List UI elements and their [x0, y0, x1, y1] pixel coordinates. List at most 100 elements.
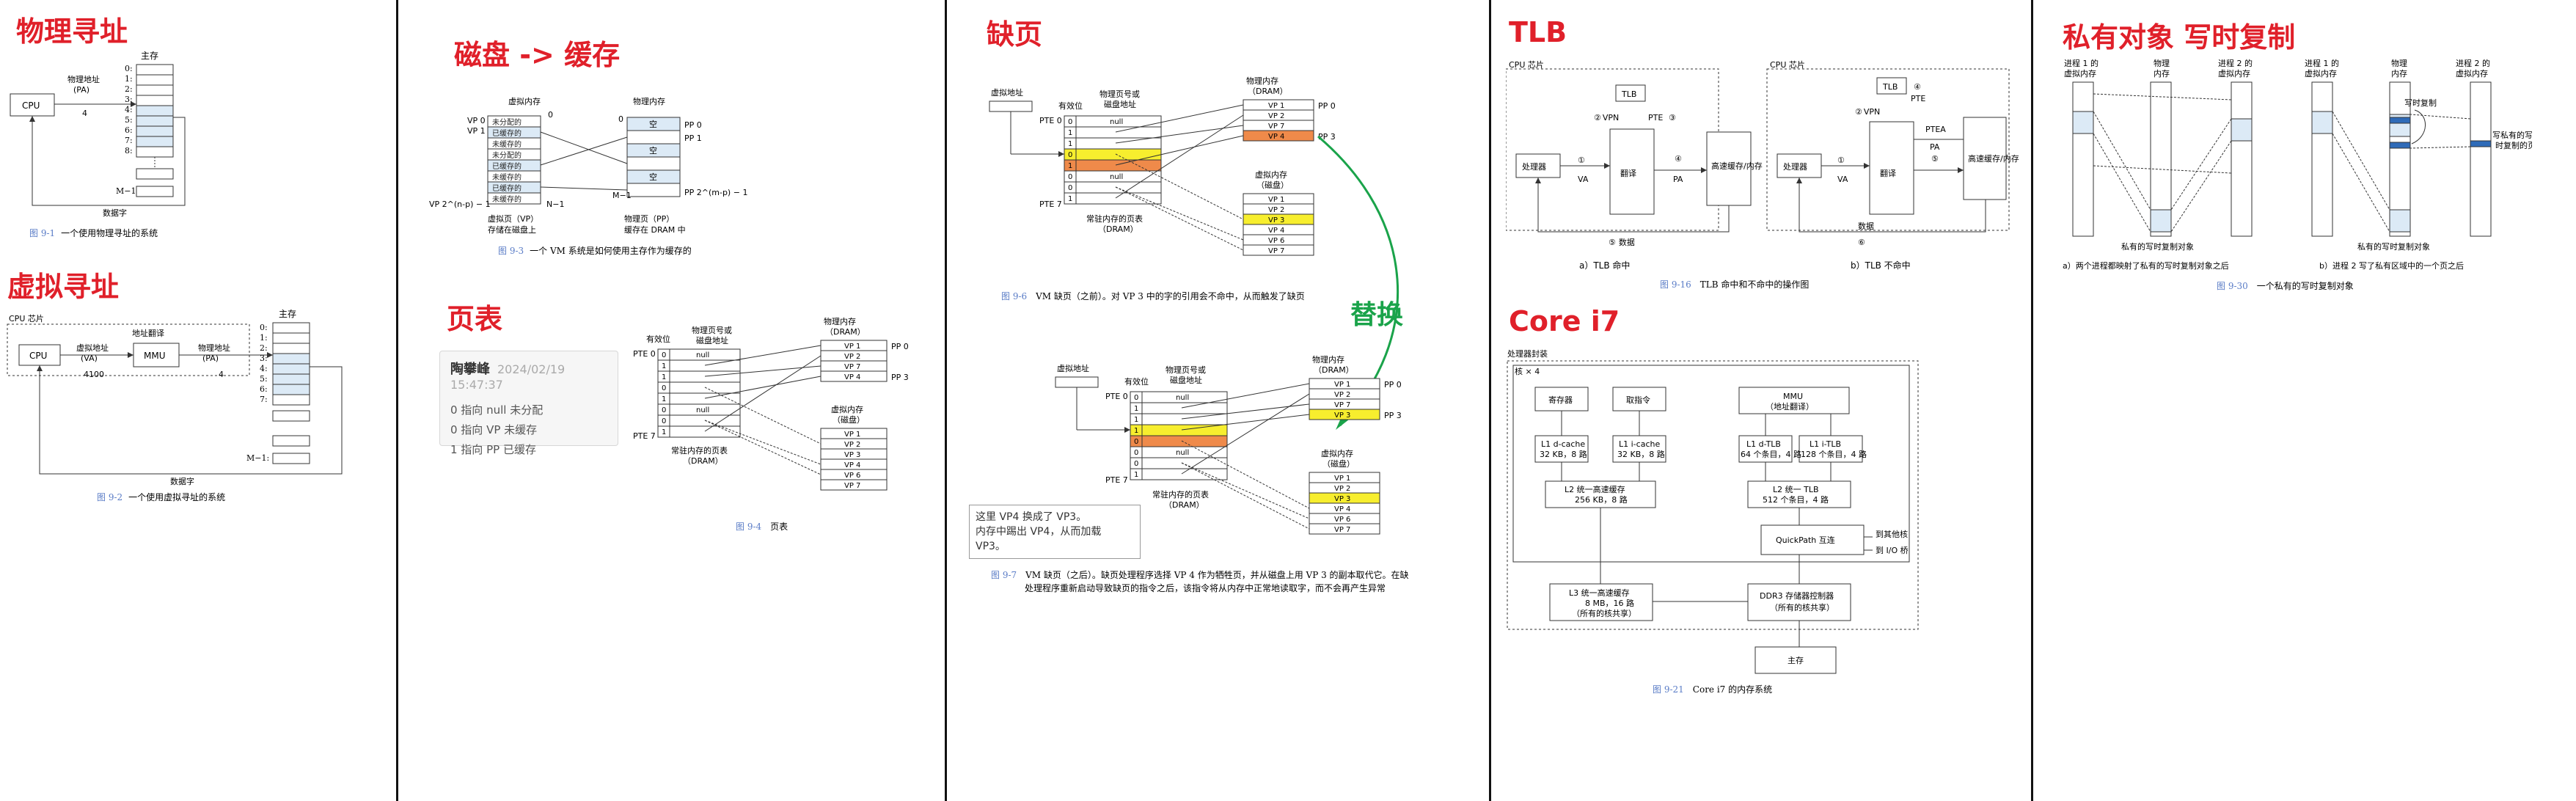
l2tlb-sub: 512 个条目，4 路 — [1763, 494, 1829, 505]
ppn-title1: 物理页号或 — [1099, 89, 1140, 99]
memory-cells — [136, 64, 174, 197]
fetch-label: 取指令 — [1626, 395, 1650, 405]
cache-a-label: 高速缓存/内存 — [1711, 161, 1763, 171]
valid-bit: 1 — [1134, 471, 1138, 479]
pm-title: 物理内存 — [633, 96, 665, 106]
figure-copy-on-write: 进程 1 的 虚拟内存 物理 内存 进程 2 的 虚拟内存 私有的写时复制对象 … — [2063, 56, 2532, 298]
step-4-a: ④ — [1675, 154, 1682, 164]
pp1-label: PP 1 — [684, 134, 702, 143]
valid-bit: 1 — [1134, 405, 1138, 413]
vm-title: 虚拟内存 — [508, 96, 541, 106]
vm-vp: VP 7 — [844, 482, 860, 490]
main-memory-label: 主存 — [141, 51, 158, 61]
vm-vp: VP 1 — [1334, 475, 1350, 483]
ppn-title1: 物理页号或 — [692, 325, 732, 335]
valid-bit: 1 — [662, 362, 666, 370]
p1-sub-b: 虚拟内存 — [2305, 68, 2337, 78]
tlb-b-label: TLB — [1882, 82, 1898, 92]
cpu-chip-boundary — [7, 323, 250, 376]
pm-sub: （DRAM） — [1248, 87, 1288, 96]
column-divider — [396, 0, 398, 801]
va-label: 虚拟地址 — [76, 343, 109, 353]
valid-bit: 0 — [1068, 184, 1072, 192]
pm-title: 物理内存 — [824, 316, 856, 326]
sub-caption-b: b）进程 2 写了私有区域中的一个页之后 — [2319, 260, 2464, 271]
vm-title: 虚拟内存 — [831, 404, 863, 414]
pte-a: PTE — [1648, 113, 1663, 122]
column-divider — [945, 0, 947, 801]
step-1-a: ① — [1578, 156, 1585, 165]
mmu-sub: （地址翻译） — [1765, 401, 1814, 412]
pm-sub-b: 内存 — [2391, 68, 2407, 78]
virtual-addressing-diagram: CPU 芯片 主存 CPU 虚拟地址 (VA) 4100 地址翻译 MMU 物理… — [7, 309, 343, 502]
registers-label: 寄存器 — [1548, 395, 1573, 405]
cpu-label: CPU — [22, 100, 40, 111]
section-title-tlb: TLB — [1509, 16, 1567, 48]
vm-vp: VP 3 — [844, 451, 860, 459]
ppn-label: PP 2^(m-p) − 1 — [684, 188, 747, 197]
section-title-corei7: Core i7 — [1509, 305, 1620, 337]
pp0-label: PP 0 — [1384, 380, 1402, 389]
pp0-label: PP 0 — [1318, 101, 1336, 111]
cow-diagram: 进程 1 的 虚拟内存 物理 内存 进程 2 的 虚拟内存 私有的写时复制对象 … — [2063, 58, 2532, 291]
cpu-chip-label: CPU 芯片 — [9, 313, 44, 323]
valid-bit: 0 — [1068, 173, 1072, 181]
vm-vp: VP 2 — [1334, 485, 1350, 493]
cache-a — [1706, 131, 1752, 206]
l3-label: L3 统一高速缓存 — [1569, 588, 1630, 598]
valid-bit: 1 — [1134, 416, 1138, 424]
translate-a — [1609, 128, 1655, 215]
pte0-label: PTE 0 — [1039, 116, 1062, 125]
note-line: 0 指向 null 未分配 — [450, 403, 544, 417]
note-line: 这里 VP4 换成了 VP3。 — [976, 511, 1087, 523]
valid-bit: 1 — [662, 373, 666, 381]
l3-sub: 8 MB，16 路 — [1585, 599, 1634, 608]
pm-sub: 内存 — [2154, 68, 2170, 78]
vp0-label: VP 0 — [467, 116, 486, 125]
pt-caption2: （DRAM） — [683, 456, 723, 466]
corei7-links — [1561, 411, 1873, 647]
pm-caption1: 物理页（PP） — [624, 213, 674, 224]
step-3-a: ③ — [1669, 113, 1676, 122]
valid-bit: 0 — [1068, 118, 1072, 126]
data-b: 数据 — [1858, 221, 1874, 231]
valid-bit: 0 — [1134, 394, 1138, 402]
vm-cell: 未缓存的 — [492, 172, 522, 182]
vm-vp: VP 7 — [1268, 247, 1284, 255]
valid-bit: 0 — [1134, 460, 1138, 468]
cpu-label: CPU — [29, 351, 47, 361]
data-word-label: 数据字 — [170, 476, 194, 486]
mem-row-label: 7: — [125, 136, 133, 145]
valid-bit: 1 — [1068, 140, 1072, 148]
va-label: 虚拟地址 — [991, 87, 1023, 98]
column-page-fault: 缺页 虚拟地址 有效位 物理页号或 磁盘地址 物理内存 （DRAM） PTE 0… — [947, 0, 1489, 801]
note-line: 0 指向 VP 未缓存 — [450, 423, 538, 436]
sub-caption-a: a）两个进程都映射了私有的写时复制对象之后 — [2063, 260, 2229, 271]
pa-value: 4 — [82, 109, 87, 118]
vm-n1: N−1 — [546, 200, 564, 209]
vm-cell: 已缓存的 — [492, 183, 522, 193]
va-b: VA — [1837, 175, 1848, 184]
pte-null: null — [696, 406, 709, 414]
vm-vp: VP 3 — [1268, 216, 1284, 224]
ddr-sub: （所有的核共享） — [1770, 602, 1834, 612]
pm-vp: VP 1 — [844, 343, 860, 351]
core-label: 核 × 4 — [1515, 366, 1540, 376]
replace-note: 这里 VP4 换成了 VP3。 内存中踢出 VP4，从而加载 VP3。 — [969, 505, 1141, 559]
pte-mapping-arrows — [1115, 104, 1244, 251]
page-fault-after-diagram: 虚拟地址 有效位 物理页号或 磁盘地址 物理内存 （DRAM） PTE 0 PT… — [991, 354, 1409, 593]
pp3-label: PP 3 — [891, 373, 909, 382]
ppn-title2: 磁盘地址 — [1170, 375, 1202, 385]
mem-row-label: 4: — [125, 105, 133, 114]
note-author: 陶攀峰 — [450, 362, 490, 377]
sub-caption-a: a）TLB 命中 — [1579, 260, 1630, 271]
translate-a-label: 翻译 — [1620, 168, 1636, 178]
pm-vp: VP 4 — [844, 373, 860, 381]
l1d-box — [1534, 435, 1589, 463]
page-fault-before-diagram: 虚拟地址 有效位 物理页号或 磁盘地址 物理内存 （DRAM） PTE 0 PT… — [989, 76, 1336, 301]
column-copy-on-write: 私有对象 写时复制 进程 1 的 虚拟内存 物理 内存 进程 2 的 虚拟内存 — [2033, 0, 2576, 801]
